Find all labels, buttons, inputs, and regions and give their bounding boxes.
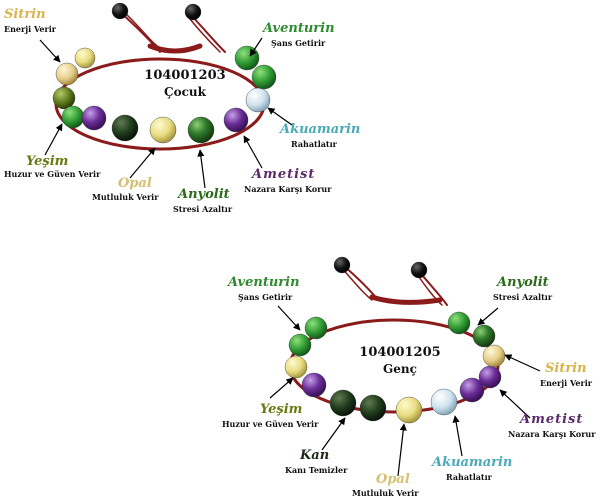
teen-anyolit-name: Anyolit <box>497 275 549 290</box>
teen-knot-top <box>369 294 443 305</box>
teen-code: 104001205 <box>359 345 441 360</box>
child-end-bead-right <box>184 3 202 21</box>
teen-opal-desc: Mutluluk Verir <box>352 488 419 498</box>
teen-ametist-name: Ametist <box>520 412 584 427</box>
teen-label: Genç <box>383 362 417 376</box>
child-bead-sitrin <box>55 62 79 86</box>
child-label: Çocuk <box>164 85 206 99</box>
teen-aventurin-desc: Şans Getirir <box>238 292 293 302</box>
teen-bead-ametist-2 <box>459 377 485 403</box>
teen-arrow-sitrin <box>504 354 541 372</box>
teen-ametist-desc: Nazara Karşı Korur <box>508 429 596 439</box>
teen-akuamarin-name: Akuamarin <box>432 455 513 470</box>
child-arrow-ametist <box>243 135 263 169</box>
teen-bead-akuamarin <box>430 388 458 416</box>
teen-sitrin-name: Sitrin <box>545 361 587 376</box>
child-bead-yesim-2 <box>61 105 85 129</box>
child-ametist-name: Ametist <box>252 167 316 182</box>
child-ametist-desc: Nazara Karşı Korur <box>244 184 332 194</box>
child-yesim-desc: Huzur ve Güven Verir <box>4 169 101 179</box>
child-bead-kan <box>111 114 139 142</box>
teen-akuamarin-desc: Rahatlatır <box>446 472 492 482</box>
teen-bead-anyolit <box>472 324 496 348</box>
teen-anyolit-desc: Stresi Azaltır <box>493 292 553 302</box>
teen-bead-sitrin <box>482 344 506 368</box>
child-yesim-name: Yeşim <box>26 154 69 169</box>
child-arrow-akuamarin <box>267 107 293 126</box>
child-bead-anyolit <box>187 116 215 144</box>
teen-arrow-opal <box>397 423 407 477</box>
teen-end-bead-right <box>410 261 428 279</box>
child-aventurin-desc: Şans Getirir <box>271 38 326 48</box>
child-sitrin-desc: Enerji Verir <box>4 24 56 34</box>
teen-end-bead-left <box>333 256 351 274</box>
child-anyolit-name: Anyolit <box>178 187 230 202</box>
child-opal-desc: Mutluluk Verir <box>92 192 159 202</box>
child-akuamarin-name: Akuamarin <box>280 122 361 137</box>
child-anyolit-desc: Stresi Azaltır <box>173 204 233 214</box>
teen-arrow-aventurin <box>277 305 301 331</box>
teen-bead-ametist-1 <box>301 372 327 398</box>
child-aventurin-name: Aventurin <box>263 21 335 36</box>
teen-bead-kan <box>329 389 357 417</box>
child-bead-ametist-1 <box>81 105 107 131</box>
teen-bead-aventurin-3 <box>304 316 328 340</box>
child-sitrin-name: Sitrin <box>4 7 46 22</box>
child-arrow-opal <box>129 147 156 179</box>
child-knot-top <box>147 43 203 54</box>
child-bead-aventurin-2 <box>251 64 277 90</box>
teen-sitrin-desc: Enerji Verir <box>540 378 592 388</box>
teen-yesim-name: Yeşim <box>260 402 303 417</box>
child-akuamarin-desc: Rahatlatır <box>291 139 337 149</box>
child-arrow-yesim <box>44 123 63 156</box>
child-arrow-sitrin <box>39 39 61 63</box>
child-arrow-anyolit <box>197 149 206 189</box>
teen-arrow-ametist <box>499 389 531 419</box>
child-opal-name: Opal <box>118 176 152 191</box>
child-arrow-aventurin <box>249 37 263 57</box>
child-code: 104001203 <box>144 68 226 83</box>
teen-bead-kan-2 <box>359 394 387 422</box>
child-bead-ametist-2 <box>223 107 249 133</box>
teen-bead-aventurin-2 <box>447 311 471 335</box>
teen-opal-name: Opal <box>376 472 410 487</box>
child-bead-yesim <box>52 86 76 110</box>
teen-arrow-yesim <box>269 377 294 399</box>
teen-bead-aventurin <box>288 333 312 357</box>
teen-bead-ametist-3 <box>478 365 502 389</box>
teen-kan-name: Kan <box>300 448 330 463</box>
teen-kan-desc: Kanı Temizler <box>285 465 348 475</box>
teen-aventurin-name: Aventurin <box>228 275 300 290</box>
teen-arrow-akuamarin <box>452 415 463 457</box>
teen-arrow-kan <box>321 417 346 451</box>
teen-bead-yesim <box>284 355 308 379</box>
child-bead-aventurin <box>234 45 260 71</box>
child-end-bead-left <box>111 2 129 20</box>
teen-yesim-desc: Huzur ve Güven Verir <box>222 419 319 429</box>
teen-arrow-anyolit <box>477 307 499 326</box>
child-cord-left-2 <box>123 11 166 53</box>
child-bead-sitrin-top <box>74 47 96 69</box>
teen-bead-opal <box>395 396 423 424</box>
child-bead-opal <box>149 116 177 144</box>
child-bead-akuamarin <box>245 87 271 113</box>
